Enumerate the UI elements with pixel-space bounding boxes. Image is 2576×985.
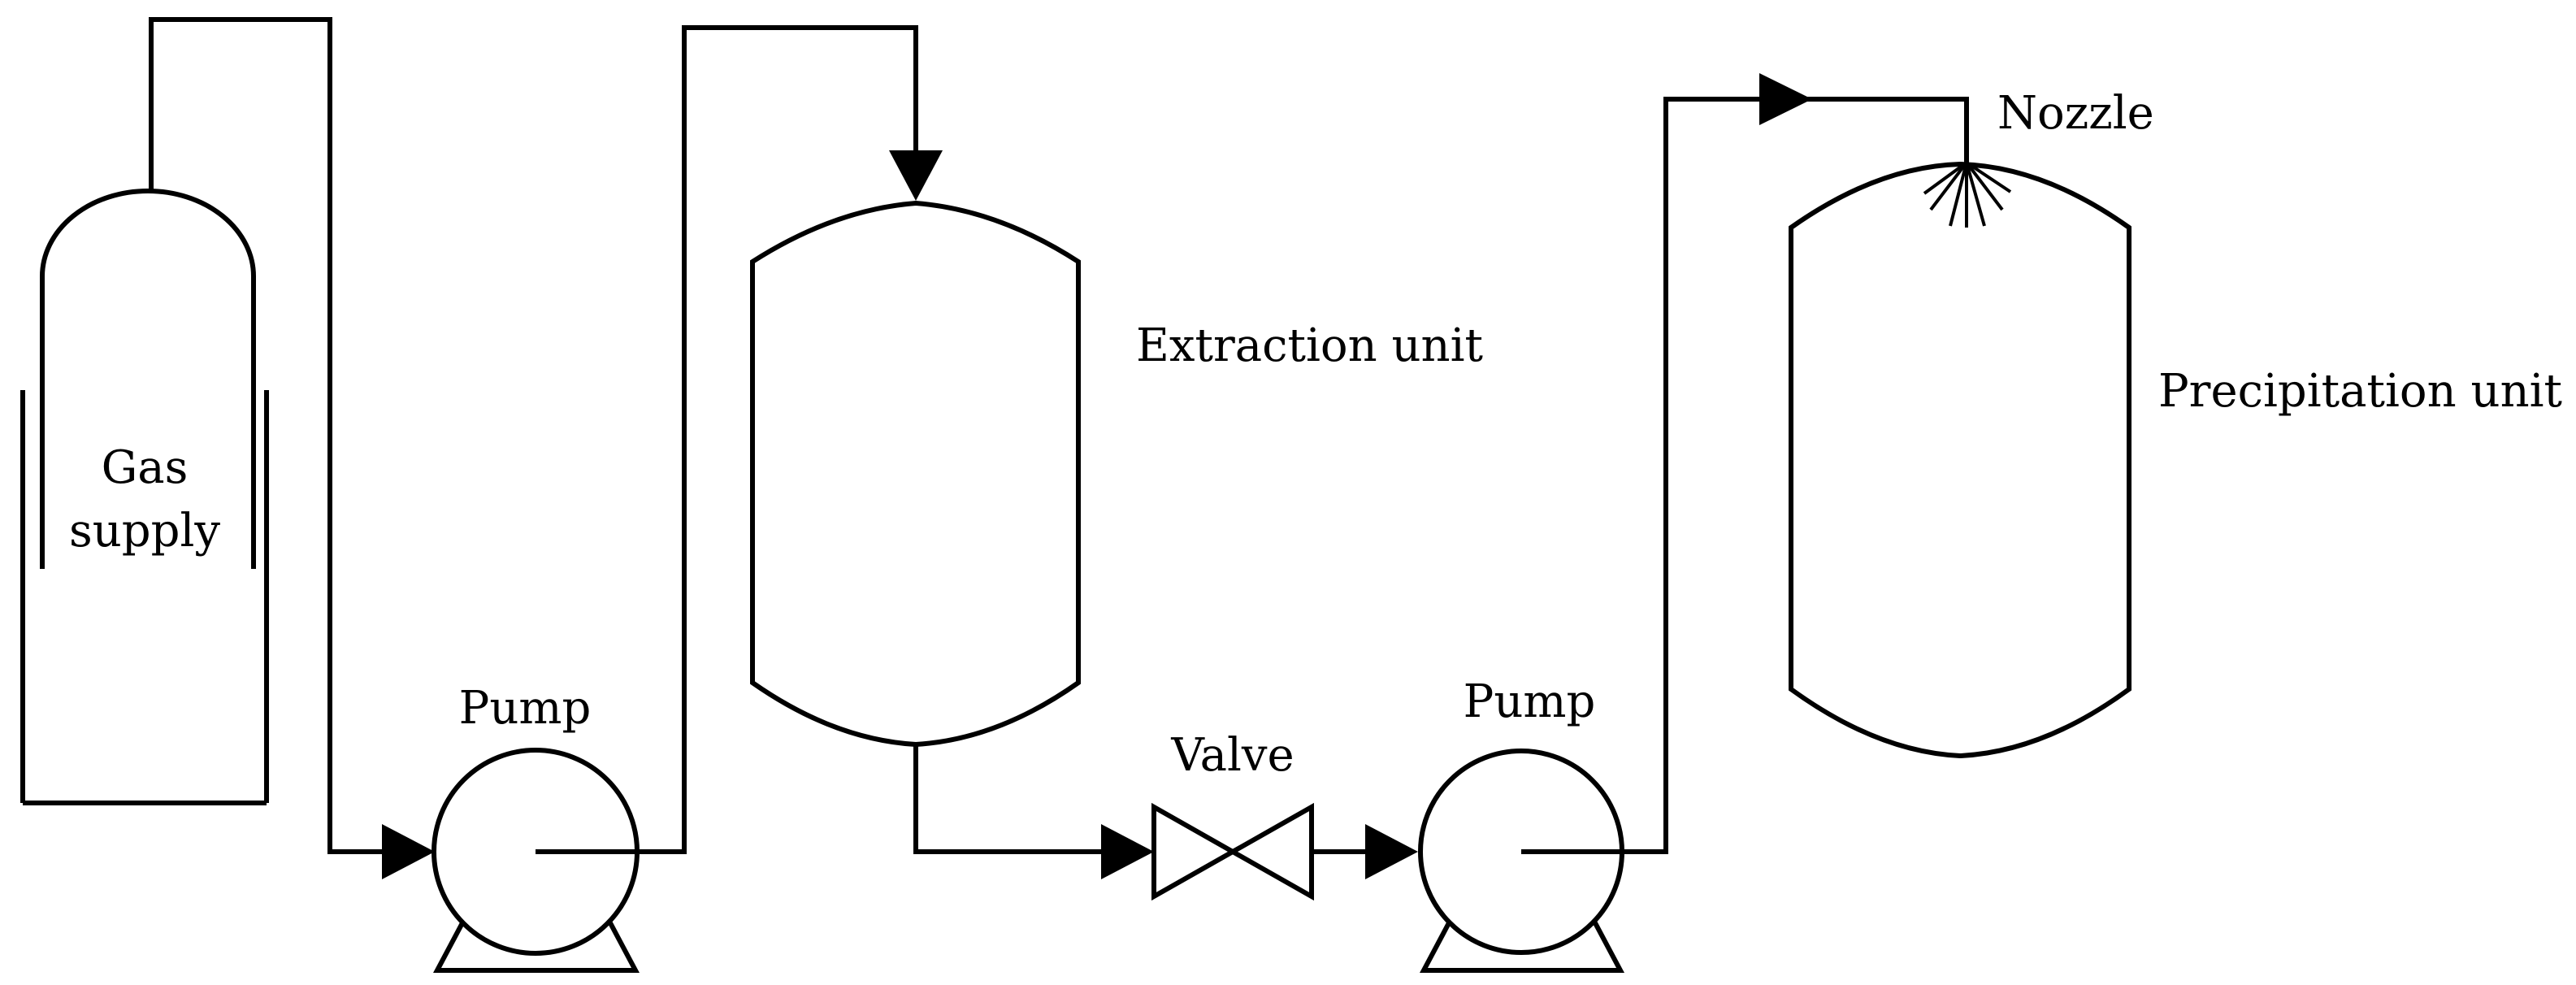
precipitation-vessel (1789, 161, 2131, 759)
arrow-into-valve (1101, 824, 1154, 879)
pipe-pump1-to-extraction (637, 25, 918, 854)
pipe-pump2-to-nozzle (1622, 97, 1969, 854)
gas-supply-label-line2: supply (69, 505, 220, 558)
pipe-gas-to-pump1 (149, 17, 418, 854)
pump-1 (432, 748, 640, 973)
gas-supply-label-line1: Gas (102, 441, 189, 494)
valve-label: Valve (1170, 729, 1294, 782)
gas-supply-cylinder (20, 189, 269, 805)
pump-2-label: Pump (1464, 675, 1596, 728)
valve-symbol (1151, 802, 1314, 901)
arrow-toward-nozzle (1759, 73, 1812, 125)
pump-1-label: Pump (459, 682, 592, 735)
arrow-into-extraction (889, 150, 943, 201)
nozzle-spray (1923, 161, 2012, 228)
arrow-into-pump1 (382, 824, 435, 879)
nozzle-label: Nozzle (1997, 87, 2154, 140)
arrow-into-pump2 (1365, 824, 1418, 879)
pipe-extraction-to-valve (913, 744, 1107, 854)
extraction-vessel (750, 200, 1081, 748)
precipitation-unit-label: Precipitation unit (2158, 365, 2563, 418)
extraction-unit-label: Extraction unit (1136, 319, 1484, 372)
pump-2 (1418, 749, 1624, 973)
